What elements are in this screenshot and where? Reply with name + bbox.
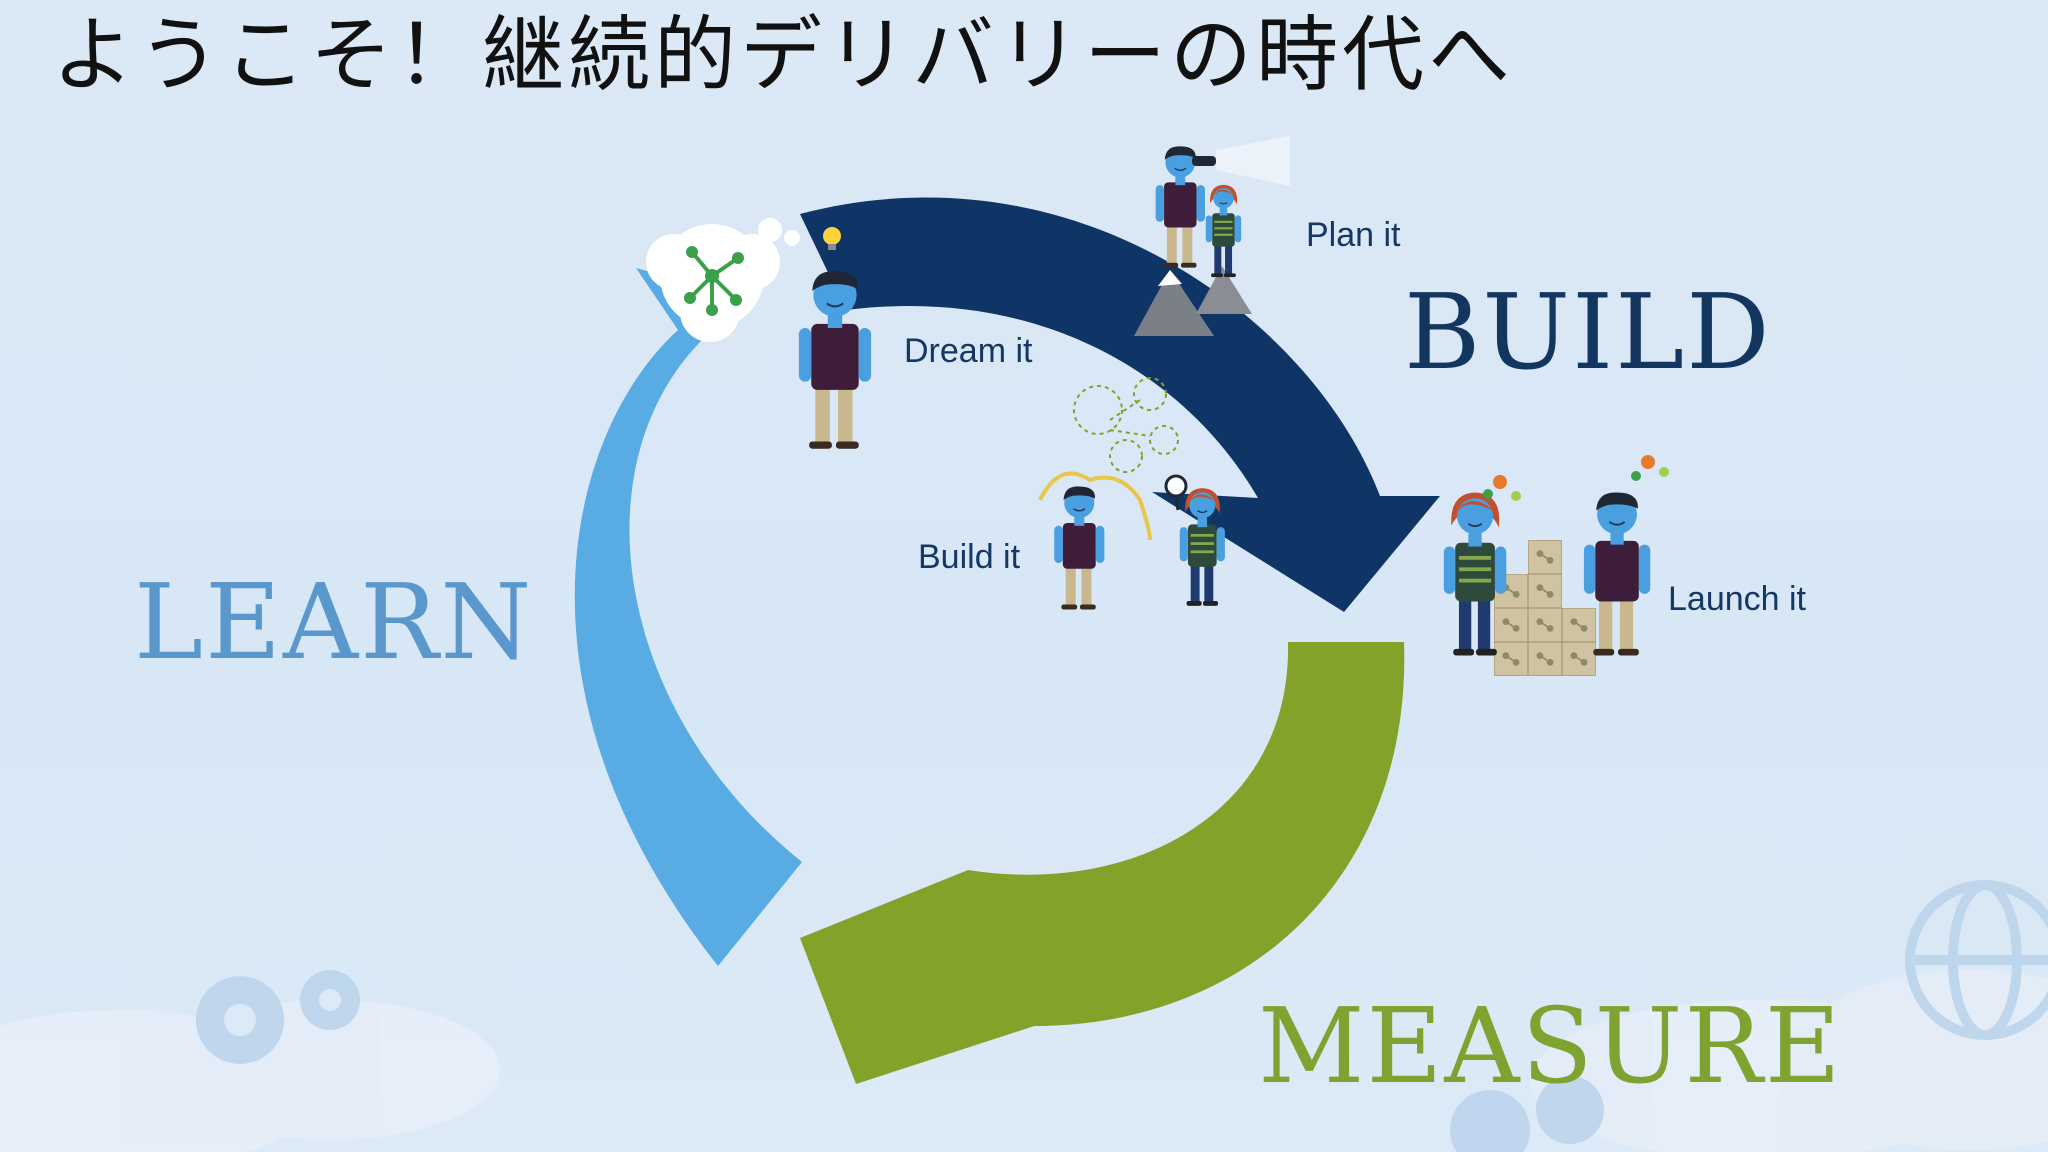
background-decor	[0, 880, 2048, 1152]
step-label-launch: Launch it	[1668, 580, 1806, 618]
learn-arrow	[574, 268, 802, 966]
phase-label-measure: MEASURE	[1258, 985, 1843, 1107]
step-label-dream: Dream it	[904, 332, 1033, 370]
magnifier-icon	[1164, 474, 1188, 511]
globe-icon	[1905, 880, 2048, 1040]
binoculars-icon	[1192, 136, 1290, 186]
page-title: ようこそ！継続的デリバリーの時代へ	[52, 8, 1515, 103]
builder-figure-woman	[1178, 487, 1226, 607]
builder-figure	[1053, 485, 1106, 611]
build-arrow	[800, 197, 1440, 612]
phase-label-learn: LEARN	[134, 561, 534, 683]
thought-bubble-network-icon	[646, 224, 780, 342]
product-box-icon	[1494, 540, 1596, 676]
measure-arrow	[800, 642, 1405, 1084]
dream-thought-bubble	[646, 218, 841, 342]
step-label-build: Build it	[918, 538, 1021, 576]
sparkle-network-icon	[1483, 455, 1669, 501]
planner-figure-woman	[1205, 184, 1242, 278]
lightbulb-icon	[823, 227, 841, 250]
step-label-plan: Plan it	[1306, 216, 1401, 254]
phase-label-build: BUILD	[1404, 271, 1772, 393]
mountain-icon	[1134, 266, 1252, 336]
blueprint-network	[1073, 377, 1179, 473]
